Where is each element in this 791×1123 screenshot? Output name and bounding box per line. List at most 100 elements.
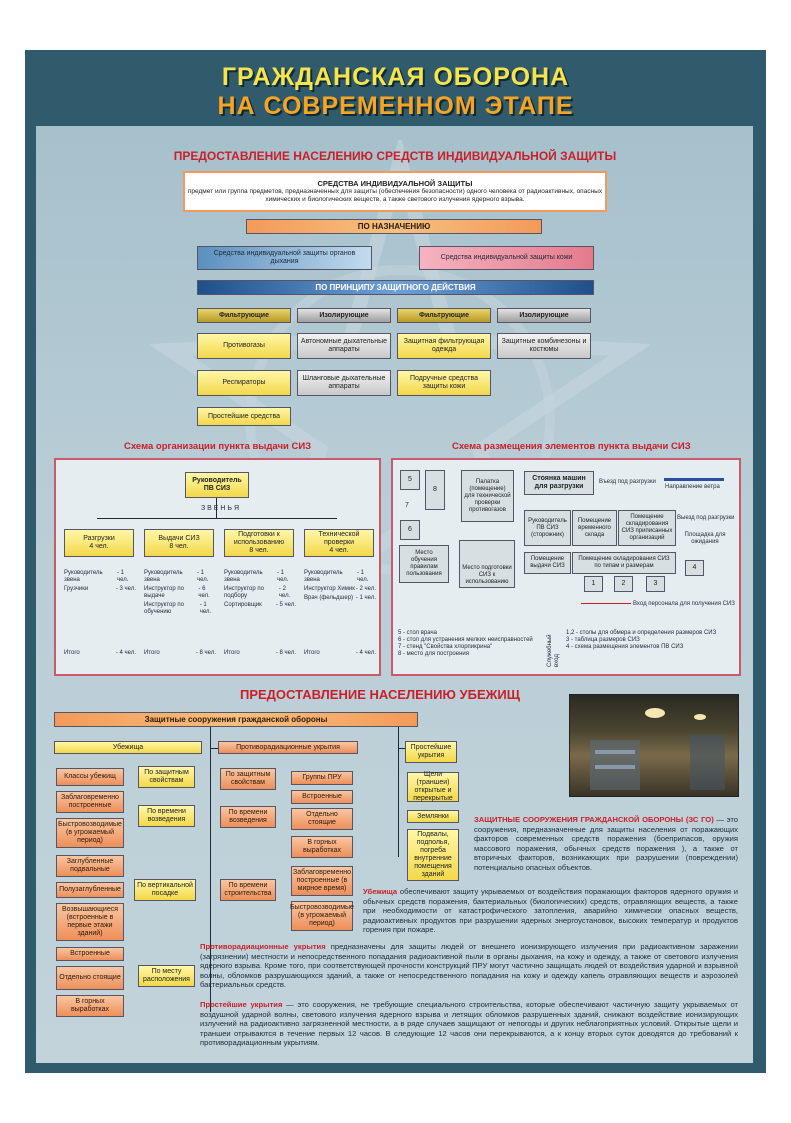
unit-total: Итого- 8 чел. [224, 650, 296, 656]
spot-6: 6 [400, 520, 420, 540]
org-head-box: Руководитель ПВ СИЗ [185, 472, 249, 498]
sort-room: Помещение складирования СИЗ по типам и р… [572, 552, 676, 574]
org-unit-count: 8 чел. [249, 547, 269, 554]
siz-definition-title: СРЕДСТВА ИНДИВИДУАЛЬНОЙ ЗАЩИТЫ [317, 179, 473, 188]
standalone-box: Отдельно стоящие [56, 966, 124, 990]
pru-by-protection-box: По защитным свойствам [220, 768, 276, 790]
waiting-area-label: Площадка для ожидания [684, 532, 726, 545]
quickbuilt-box: Быстровозводимые (в угрожаемый период) [56, 818, 124, 848]
org-unit-tech-check: Технической проверки 4 чел. [304, 529, 374, 557]
buried-box: Заглубленные подвальные [56, 855, 124, 877]
staff-entry-label: Вход персонала для получения СИЗ [633, 601, 735, 607]
pru-term: Противорадиационные укрытия [200, 942, 326, 951]
semi-buried-box: Полузаглубленные [56, 882, 124, 898]
pru-groups-box: Группы ПРУ [291, 771, 353, 785]
shelter-photo [569, 694, 739, 797]
pru-mines-box: В горных выработках [291, 836, 353, 858]
tree-connector [398, 748, 405, 749]
issue-room: Помещение выдачи СИЗ [524, 552, 571, 574]
shelters-col: Убежища [54, 741, 202, 754]
unit-staff-list: Руководитель звена- 1 чел. Инструктор по… [144, 570, 212, 615]
links-label: З В Е Н Ь Я [201, 505, 239, 512]
built-in-box: Встроенные [56, 947, 124, 961]
org-unit-issue: Выдачи СИЗ 8 чел. [144, 529, 214, 557]
simple-shelters-col: Простейшие укрытия [405, 741, 457, 763]
isolating-skin-label: Изолирующие [497, 308, 591, 323]
unload-entry-label: Въезд под разгрузки [599, 479, 656, 485]
by-location-box: По месту расположения [138, 965, 195, 987]
by-protection-box: По защитным свойствам [138, 766, 195, 788]
shelters-paragraph: Убежища обеспечивают защиту укрываемых о… [363, 887, 738, 935]
pru-quickbuilt-box: Быстровозводимые (в угрожаемый период) [290, 901, 354, 931]
zsgo-title: ЗАЩИТНЫЕ СООРУЖЕНИЯ ГРАЖДАНСКОЙ ОБОРОНЫ … [474, 815, 714, 824]
page-title-line2: НА СОВРЕМЕННОМ ЭТАПЕ [217, 92, 574, 120]
shelters-term: Убежища [363, 887, 398, 896]
pru-paragraph: Противорадиационные укрытия предназначен… [200, 942, 738, 990]
org-unit-count: 4 чел. [89, 543, 109, 550]
filtering-resp-label: Фильтрующие [197, 308, 291, 323]
pru-built-in-box: Встроенные [291, 790, 353, 804]
shelter-heading: ПРЕДОСТАВЛЕНИЕ НАСЕЛЕНИЮ УБЕЖИЩ [239, 687, 520, 702]
tree-connector [210, 748, 218, 749]
basements-box: Подвалы, подполья, погреба внутренние по… [407, 829, 459, 881]
filtering-clothes-box: Защитная фильтрующая одежда [397, 333, 491, 359]
slits-box: Щели (траншеи) открытые и перекрытые [407, 771, 459, 802]
simple-term: Простейшие укрытия [200, 1000, 283, 1009]
mines-box: В горных выработках [56, 995, 124, 1017]
org-unit-count: 4 чел. [329, 547, 349, 554]
skin-protection-box: Средства индивидуальной защиты кожи [419, 246, 594, 270]
siz-definition-text: предмет или группа предметов, предназнач… [187, 188, 603, 203]
isolating-resp-label: Изолирующие [297, 308, 391, 323]
by-principle-bar: ПО ПРИНЦИПУ ЗАЩИТНОГО ДЕЙСТВИЯ [197, 280, 594, 295]
hose-apparatus-box: Шланговые дыхательные аппараты [297, 370, 391, 396]
shelter-classes-box: Классы убежищ [56, 768, 124, 786]
unit-staff-list: Руководитель звена- 1 чел. Инструктор Хи… [304, 570, 376, 601]
layout-legend-left: 5 - стол врача 6 - стол для устранения м… [398, 630, 533, 657]
exit-unload-label: Выезд под разгрузки [677, 515, 735, 521]
simple-means-box: Простейшие средства [197, 407, 291, 426]
org-unit-name: Подготовки к использованию [233, 531, 285, 546]
by-purpose-bar: ПО НАЗНАЧЕНИЮ [246, 219, 542, 234]
org-unit-preparation: Подготовки к использованию 8 чел. [224, 529, 294, 557]
spot-5: 5 [400, 470, 420, 490]
prebuilt-box: Заблаговременно построенные [56, 791, 124, 813]
org-unit-count: 8 чел. [169, 543, 189, 550]
page-title-line1: ГРАЖДАНСКАЯ ОБОРОНА [221, 63, 570, 91]
org-unit-name: Технической проверки [318, 531, 360, 546]
siz-definition-box: СРЕДСТВА ИНДИВИДУАЛЬНОЙ ЗАЩИТЫ предмет и… [183, 171, 607, 212]
head-room: Руководитель ПВ СИЗ (сторожник) [524, 510, 571, 546]
radiation-shelters-col: Противорадиационные укрытия [218, 741, 358, 754]
filtering-skin-label: Фильтрующие [397, 308, 491, 323]
simple-shelters-paragraph: Простейшие укрытия — это сооружения, не … [200, 1000, 739, 1048]
org-connector [216, 498, 217, 518]
siz-heading: ПРЕДОСТАВЛЕНИЕ НАСЕЛЕНИЮ СРЕДСТВ ИНДИВИД… [173, 149, 617, 163]
layout-legend-right: 1,2 - столы для обмера и определения раз… [566, 630, 717, 650]
tree-connector [398, 727, 399, 857]
parking-box: Стоянка машин для разгрузки [524, 471, 594, 495]
unit-total: Итого- 4 чел. [304, 650, 376, 656]
unit-staff-list: Руководитель звена- 1 чел. Инструктор по… [224, 570, 296, 608]
temp-store-room: Помещение временного склада [572, 510, 617, 546]
table-3: 3 [646, 576, 665, 592]
tree-connector [210, 727, 211, 1012]
org-scheme-title: Схема организации пункта выдачи СИЗ [124, 441, 312, 452]
autonomous-apparatus-box: Автономные дыхательные аппараты [297, 333, 391, 359]
gas-masks-box: Противогазы [197, 333, 291, 359]
prep-area: Место подготовки СИЗ к использованию [459, 540, 515, 588]
shelter-root-box: Защитные сооружения гражданской обороны [54, 712, 418, 727]
raised-box: Возвышающиеся (встроенные в первые этажи… [56, 903, 124, 941]
pru-by-time-box: По времени возведения [220, 806, 276, 828]
pru-prebuilt-box: Заблаговременно построенные (в мирное вр… [291, 866, 353, 896]
table-2: 2 [614, 576, 633, 592]
siz-store-room: Помещение складирования СИЗ приписанных … [618, 510, 676, 546]
by-build-time-box: По времени возведения [138, 805, 195, 827]
wind-direction-label: Направление ветра [665, 484, 720, 490]
org-unit-name: Выдачи СИЗ [158, 535, 200, 542]
wind-arrow-icon [664, 478, 724, 481]
unit-total: Итого- 4 чел. [64, 650, 136, 656]
service-entry-label: Служебный вход [547, 634, 560, 667]
respiratory-protection-box: Средства индивидуальной защиты органов д… [197, 246, 372, 270]
pru-by-construction-box: По времени строительства [220, 879, 276, 901]
dugouts-box: Землянки [407, 810, 459, 823]
org-unit-name: Разгрузки [83, 535, 115, 542]
